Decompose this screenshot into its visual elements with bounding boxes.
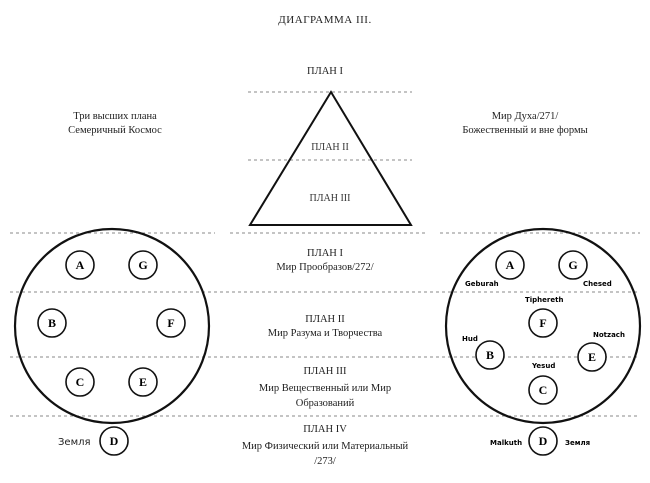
left-node-c-label: C	[76, 375, 85, 389]
left-node-f: F	[156, 308, 186, 338]
plan-4-description-line1: Мир Физический или Материальный	[241, 441, 409, 452]
right-node-b-label: B	[486, 348, 494, 362]
left-caption-line2: Семеричный Космос	[68, 125, 162, 136]
plan-2-description: Мир Разума и Творчества	[267, 328, 383, 339]
plan-1-top-label: ПЛАН I	[307, 66, 343, 77]
right-node-d: D	[528, 426, 558, 456]
left-node-f-label: F	[167, 316, 174, 330]
right-sefira-names: Geburah Chesed Tiphereth Hud Notzach Yes…	[462, 280, 625, 447]
right-node-b: B	[475, 340, 505, 370]
plan-2-label: ПЛАН II	[305, 314, 345, 325]
right-node-g-label: G	[568, 258, 577, 272]
plan-3-description-line2: Образований	[295, 398, 355, 409]
left-node-b-label: B	[48, 316, 56, 330]
left-nodes: A G B F C E D	[37, 250, 186, 456]
left-node-g: G	[128, 250, 158, 280]
plan-1-label: ПЛАН I	[307, 248, 343, 259]
left-node-a: A	[65, 250, 95, 280]
yesud-label: Yesud	[531, 362, 555, 370]
notzach-label: Notzach	[593, 331, 625, 339]
right-node-e: E	[577, 342, 607, 372]
right-node-e-label: E	[588, 350, 596, 364]
hud-label: Hud	[462, 335, 478, 343]
left-caption-line1: Три высших плана	[73, 111, 157, 122]
left-node-d: D	[99, 426, 129, 456]
geburah-label: Geburah	[465, 280, 499, 288]
right-node-g: G	[558, 250, 588, 280]
chesed-label: Chesed	[583, 280, 612, 288]
plan-dividers	[10, 91, 640, 417]
left-node-e-label: E	[139, 375, 147, 389]
plan-4-description-line2: /273/	[314, 456, 336, 467]
right-caption-line2: Божественный и вне формы	[462, 125, 588, 136]
left-node-d-label: D	[110, 434, 119, 448]
plan-4-label: ПЛАН IV	[303, 424, 347, 435]
triangle-plan-3-label: ПЛАН III	[310, 193, 351, 204]
plan-3-label: ПЛАН III	[303, 366, 347, 377]
right-node-d-label: D	[539, 434, 548, 448]
left-earth-label: Земля	[58, 437, 91, 448]
left-node-a-label: A	[76, 258, 85, 272]
left-node-c: C	[65, 367, 95, 397]
tiphereth-label: Tiphereth	[525, 296, 563, 304]
right-node-a: A	[495, 250, 525, 280]
left-node-b: B	[37, 308, 67, 338]
right-node-a-label: A	[506, 258, 515, 272]
malkuth-label: Malkuth	[490, 439, 522, 447]
plan-3-description-line1: Мир Вещественный или Мир	[258, 383, 392, 394]
right-node-f-label: F	[539, 316, 546, 330]
right-node-f: F	[528, 308, 558, 338]
left-node-e: E	[128, 367, 158, 397]
right-node-c-label: C	[539, 383, 548, 397]
triangle	[248, 90, 413, 226]
right-outer-circle	[444, 227, 642, 425]
right-node-c: C	[528, 375, 558, 405]
triangle-plan-2-label: ПЛАН II	[311, 142, 349, 153]
left-outer-circle	[13, 227, 211, 425]
left-node-g-label: G	[138, 258, 147, 272]
right-nodes: A G F B E C D	[475, 250, 607, 456]
plan-1-description: Мир Прообразов/272/	[276, 262, 374, 273]
right-caption-line1: Мир Духа/271/	[491, 111, 559, 122]
right-earth-label: Земля	[565, 439, 590, 447]
diagram-title: ДИАГРАММА III.	[278, 14, 372, 26]
